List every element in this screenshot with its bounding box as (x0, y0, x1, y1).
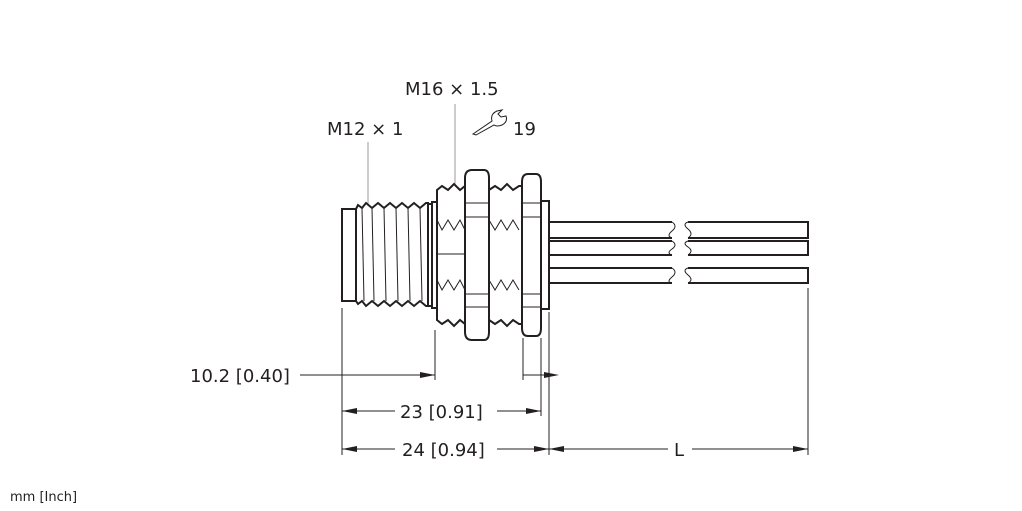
wrench-icon (471, 109, 507, 136)
hex-nut-1 (464, 169, 490, 341)
m16-thread (436, 182, 523, 328)
flange (540, 200, 550, 310)
extension-lines (341, 288, 809, 455)
dim-10-2-label: 10.2 [0.40] (190, 366, 290, 387)
plug-front (341, 208, 357, 302)
units-label: mm [Inch] (10, 490, 77, 505)
cable-wires (549, 221, 809, 284)
wrench-size-label: 19 (513, 119, 536, 140)
m12-thread-label: M12 × 1 (327, 119, 403, 140)
hex-nut-2 (521, 173, 542, 337)
dim-L-label: L (674, 440, 684, 461)
dimension-lines (300, 372, 808, 452)
m16-thread-label: M16 × 1.5 (405, 79, 499, 100)
dim-23-label: 23 [0.91] (400, 402, 483, 423)
dim-24-label: 24 [0.94] (402, 440, 485, 461)
m12-thread (355, 201, 438, 309)
